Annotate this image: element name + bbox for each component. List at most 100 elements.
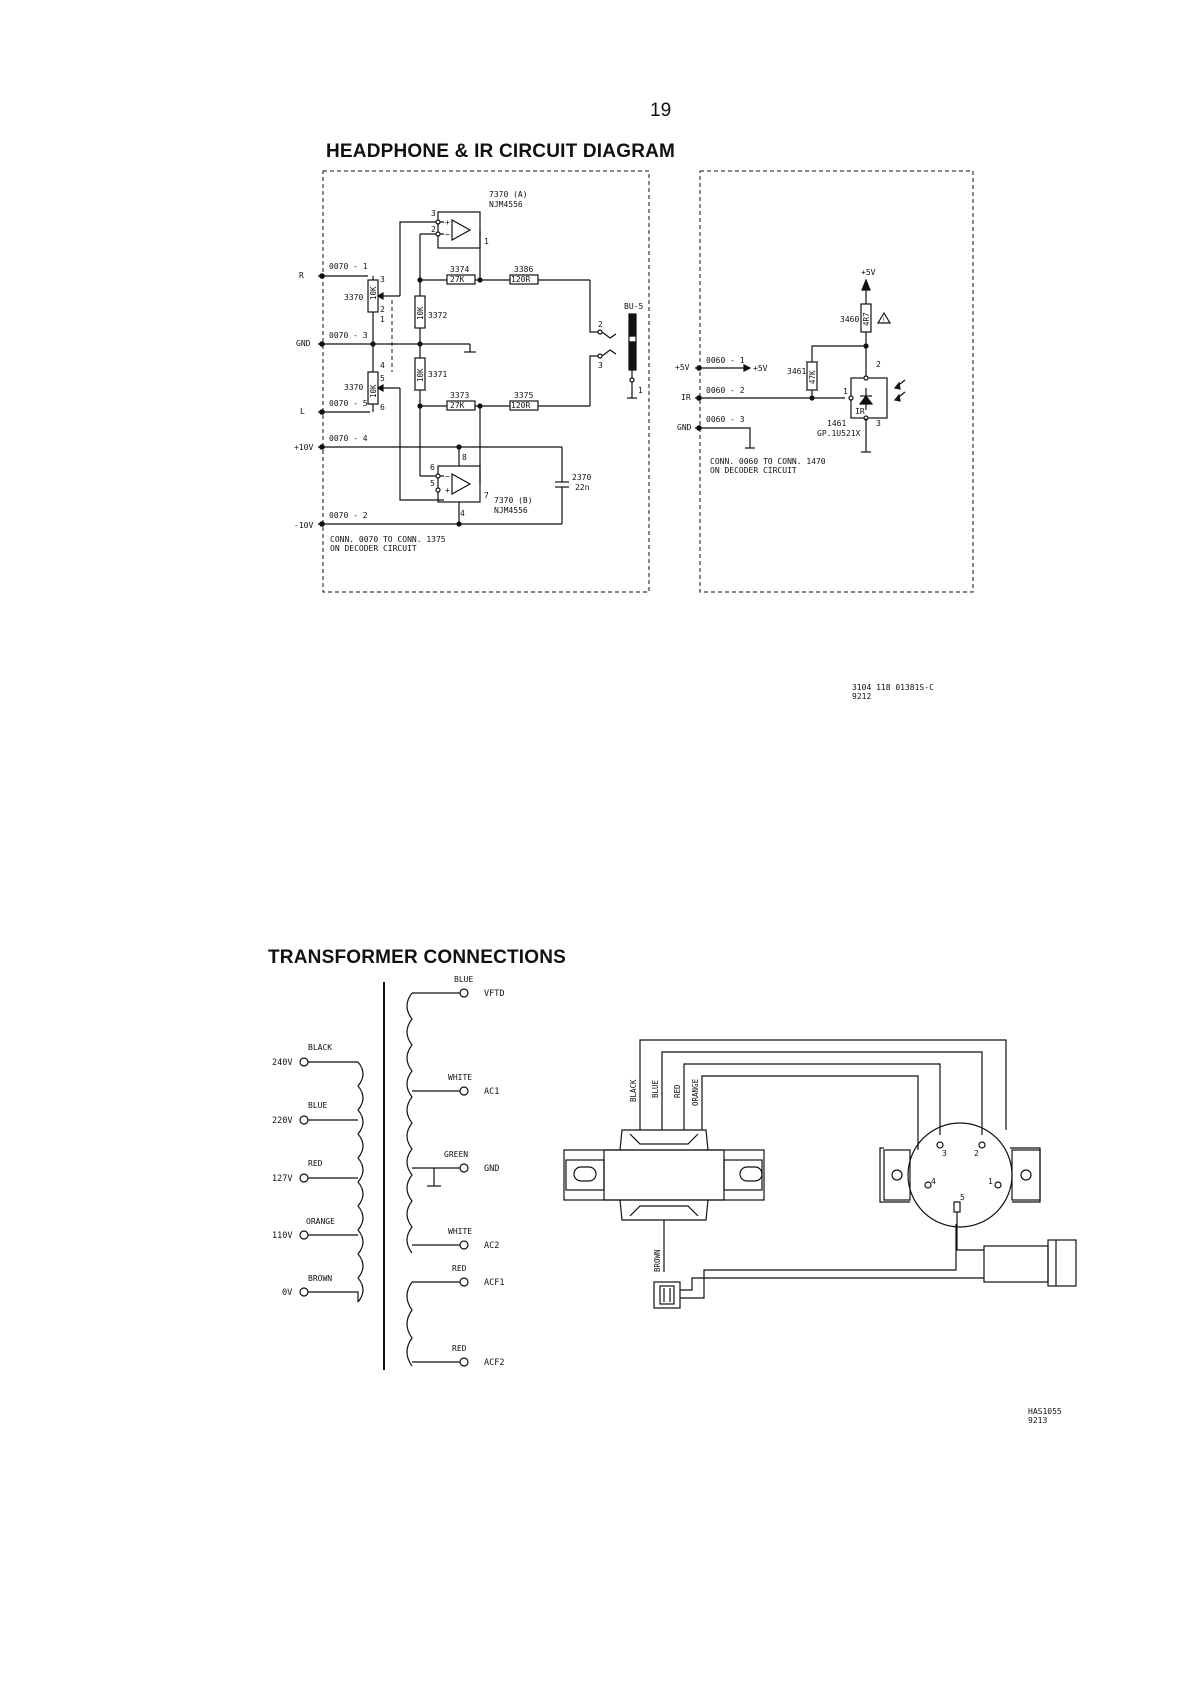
selector-pin3: 3	[942, 1149, 947, 1158]
mains-plug	[983, 1245, 1049, 1283]
transformer-body	[563, 1149, 765, 1201]
input-wires	[318, 273, 562, 527]
port-label-r: R	[299, 271, 304, 280]
primary-240v-wire: BLACK	[308, 1043, 332, 1052]
pin-0070-4: 0070 - 4	[329, 434, 368, 443]
primary-240v-label: 240V	[272, 1058, 292, 1068]
headphone-drawing-code: 3104 118 01381S-C 9212	[852, 683, 934, 701]
ir-port-ir: IR	[681, 393, 691, 402]
opamp-b-pin8: 8	[462, 453, 467, 462]
transformer-drawing-code: HAS1055 9213	[1028, 1407, 1062, 1425]
headphone-ir-title: HEADPHONE & IR CIRCUIT DIAGRAM	[326, 141, 676, 162]
resistor-3460: 3460 4R7 !	[840, 303, 892, 346]
ir-pin-0060-2: 0060 - 2	[706, 386, 745, 395]
ir-rx-pin1: 1	[843, 387, 848, 396]
primary-220v-label: 220V	[272, 1116, 292, 1126]
ir-rx-pin3: 3	[876, 419, 881, 428]
r3371-value: 10K	[416, 368, 425, 382]
pot-3370-top-ref: 3370	[344, 293, 363, 302]
ir-supply-arrow-label: +5V	[753, 364, 768, 373]
ir-rx-pin2: 2	[876, 360, 881, 369]
primary-winding	[357, 1061, 364, 1303]
safety-warning-mark: !	[882, 317, 886, 324]
r3373-ref: 3373	[450, 391, 469, 400]
r3372-ref: 3372	[428, 311, 447, 320]
primary-110v-label: 110V	[272, 1231, 292, 1241]
primary-220v-wire: BLUE	[308, 1101, 327, 1110]
c2370-ref: 2370	[572, 473, 591, 482]
resistor-3373: 3373 27K	[417, 391, 510, 411]
sec-acf1-label: ACF1	[484, 1278, 504, 1288]
headphone-code-line1: 3104 118 01381S-C	[852, 683, 934, 692]
pot-top-pin2: 2	[380, 305, 385, 314]
wiper-bottom-wire	[399, 388, 444, 501]
pot-top-pin3: 3	[380, 275, 385, 284]
r3461-value: 47K	[808, 370, 817, 384]
ir-note-line1: CONN. 0060 TO CONN. 1470	[710, 457, 826, 466]
jack-pin3: 3	[598, 361, 603, 370]
opamp-a-pin2: 2	[431, 225, 436, 234]
headphone-circuit: R GND L +10V -10V 0070 - 1 0070 - 3 0070…	[294, 190, 643, 553]
opamp-b-part: NJM4556	[494, 506, 528, 515]
transformer-title: TRANSFORMER CONNECTIONS	[268, 947, 567, 968]
c2370-value: 22n	[575, 483, 590, 492]
pin-0070-5: 0070 - 5	[329, 399, 368, 408]
ir-rx-tag: IR	[855, 407, 865, 416]
pin-0070-2: 0070 - 2	[329, 511, 368, 520]
resistor-3371: 3371 10K	[414, 344, 447, 476]
r3374-ref: 3374	[450, 265, 469, 274]
wire-blue	[661, 1051, 983, 1135]
opamp-a-pin1: 1	[484, 237, 489, 246]
sec-acf1-wire: RED	[452, 1264, 467, 1273]
wire-orange-label: ORANGE	[691, 1078, 700, 1106]
primary-127v-label: 127V	[272, 1174, 292, 1184]
r3386-value: 120R	[511, 275, 530, 284]
selector-hole-left	[891, 1169, 903, 1181]
pot-top-pin1: 1	[380, 315, 385, 324]
wire-red-label: RED	[673, 1084, 682, 1098]
sec-acf2-label: ACF2	[484, 1358, 504, 1368]
jack-ref: BU-5	[624, 302, 643, 311]
mount-hole-right	[739, 1166, 763, 1182]
transformer-schematic: 240V BLACK 220V BLUE 127V RED 110V ORANG…	[272, 975, 504, 1370]
pot-bottom-pin4: 4	[380, 361, 385, 370]
primary-0v-label: 0V	[282, 1288, 292, 1298]
opamp-b-minus: −	[445, 472, 450, 481]
ir-frame	[699, 170, 974, 593]
terminal-block	[653, 1281, 681, 1309]
wire-orange	[701, 1075, 919, 1150]
opamp-b-pin4: 4	[460, 509, 465, 518]
jack-pin2: 2	[598, 320, 603, 329]
r3375-ref: 3375	[514, 391, 533, 400]
resistor-3374: 3374 27K	[417, 265, 510, 285]
ir-note-line2: ON DECODER CIRCUIT	[710, 466, 797, 475]
safety-warning-icon	[876, 311, 892, 324]
port-label-minus10v: -10V	[294, 521, 313, 530]
selector-hole-right	[1020, 1169, 1032, 1181]
wire-brown-label: BROWN	[653, 1249, 662, 1272]
r3373-value: 27K	[450, 401, 465, 410]
opamp-a-part: NJM4556	[489, 200, 523, 209]
resistor-3461: 3461 47K	[787, 361, 818, 401]
pin-0070-1: 0070 - 1	[329, 262, 368, 271]
sec-vftd-wire: BLUE	[454, 975, 473, 984]
pot-bottom-pin6: 6	[380, 403, 385, 412]
sec-gnd-label: GND	[484, 1164, 499, 1174]
transformer-top-cover	[619, 1129, 709, 1151]
headphone-jack-bu5: BU-5 2 3 1	[589, 280, 643, 406]
opamp-a-minus: −	[445, 230, 450, 239]
wire-red	[683, 1063, 941, 1135]
transformer-code-line2: 9213	[1028, 1416, 1048, 1425]
capacitor-2370: 2370 22n	[555, 447, 591, 524]
headphone-frame	[322, 170, 650, 593]
sec-gnd-wire: GREEN	[444, 1150, 468, 1159]
selector-pin4: 4	[931, 1177, 936, 1186]
sec-vftd-label: VFTD	[484, 989, 504, 999]
opamp-a-plus: +	[445, 218, 450, 227]
pot-3370-bottom-ref: 3370	[344, 383, 363, 392]
opamp-b-plus: +	[445, 486, 450, 495]
r3374-value: 27K	[450, 275, 465, 284]
headphone-note-line1: CONN. 0070 TO CONN. 1375	[330, 535, 446, 544]
ir-receiver-1461: 2 1 3 IR 1461 GP.1U521X	[817, 360, 906, 453]
